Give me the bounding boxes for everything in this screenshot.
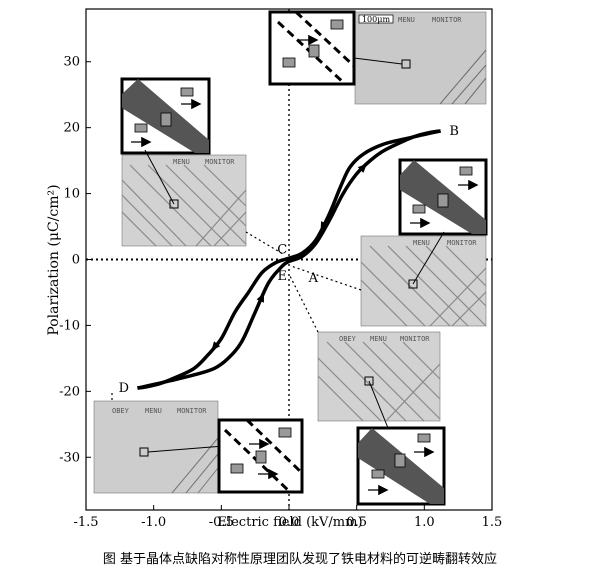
point-label-e: E — [277, 269, 287, 284]
loop-direction-arrow — [320, 221, 329, 231]
micro-tag-monitor-lower: MONITOR — [400, 335, 430, 343]
x-axis-label: Electric field (kV/mm) — [217, 515, 362, 530]
micro-tag-monitor-right: MONITOR — [447, 239, 477, 247]
micro-tag-monitor-lower-left: MONITOR — [177, 407, 207, 415]
loop-direction-arrow — [357, 163, 368, 173]
inset-schematic-lower-right — [356, 426, 446, 506]
loop-direction-arrow — [256, 292, 265, 303]
point-label-b: B — [449, 124, 459, 139]
micro-tag-obey-lower-left: OBEY — [112, 407, 130, 415]
y-tick-label: -20 — [59, 384, 80, 399]
inset-schematic-bottom — [217, 418, 304, 494]
micro-tag-menu-right: MENU — [413, 239, 430, 247]
point-labels: A B C D E — [119, 124, 459, 396]
loop-direction-arrow — [211, 341, 221, 351]
x-tick-label: -0.5 — [209, 515, 234, 530]
y-tick-label: 0 — [72, 253, 80, 268]
y-axis-ticks: -30 -20 -10 0 10 20 30 — [59, 55, 91, 465]
inset-schematic-upper-left — [120, 77, 211, 155]
x-tick-label: 0.0 — [279, 515, 300, 530]
x-tick-label: 1.5 — [482, 515, 503, 530]
figure-caption: 图 基于晶体点缺陷对称性原理团队发现了铁电材料的可逆畴翻转效应 — [102, 552, 498, 567]
y-tick-label: -30 — [59, 450, 80, 465]
micro-tag-monitor-top: MONITOR — [432, 16, 462, 24]
scale-bar-label: 100μm — [362, 15, 390, 24]
y-tick-label: 10 — [63, 187, 80, 202]
y-axis-label: Polarization (μC/cm²) — [46, 184, 62, 335]
micro-tag-menu-lower-left: MENU — [145, 407, 162, 415]
point-label-c: C — [277, 243, 287, 258]
y-tick-label: -10 — [59, 318, 80, 333]
hysteresis-loop — [137, 129, 441, 390]
micro-tag-menu-top: MENU — [398, 16, 415, 24]
y-tick-label: 30 — [63, 55, 80, 70]
micro-tag-obey-lower: OBEY — [339, 335, 357, 343]
x-tick-label: -1.0 — [141, 515, 166, 530]
inset-micrograph-right: MENU MONITOR — [360, 235, 487, 327]
inset-schematic-right — [398, 158, 488, 236]
loop-branch-increasing — [137, 129, 441, 390]
inset-micrograph-top: 100μm MENU MONITOR — [354, 11, 487, 105]
y-tick-label: 20 — [63, 121, 80, 136]
micro-tag-menu-left: MENU — [173, 158, 190, 166]
inset-micrograph-lower-left: OBEY MENU MONITOR — [93, 400, 219, 494]
x-axis-ticks: -1.5 -1.0 -0.5 0.0 0.5 1.0 1.5 — [73, 505, 502, 530]
point-label-d: D — [119, 381, 129, 396]
inset-micrograph-lower: OBEY MENU MONITOR — [317, 331, 441, 422]
x-tick-label: -1.5 — [73, 515, 98, 530]
inset-schematic-top — [268, 10, 356, 86]
x-tick-label: 0.5 — [346, 515, 367, 530]
micro-tag-menu-lower: MENU — [370, 335, 387, 343]
micro-tag-monitor-left: MONITOR — [205, 158, 235, 166]
loop-branch-decreasing — [137, 129, 441, 390]
x-tick-label: 1.0 — [414, 515, 435, 530]
point-label-a: A — [308, 271, 319, 286]
inset-micrograph-left: MENU MONITOR — [121, 154, 247, 247]
